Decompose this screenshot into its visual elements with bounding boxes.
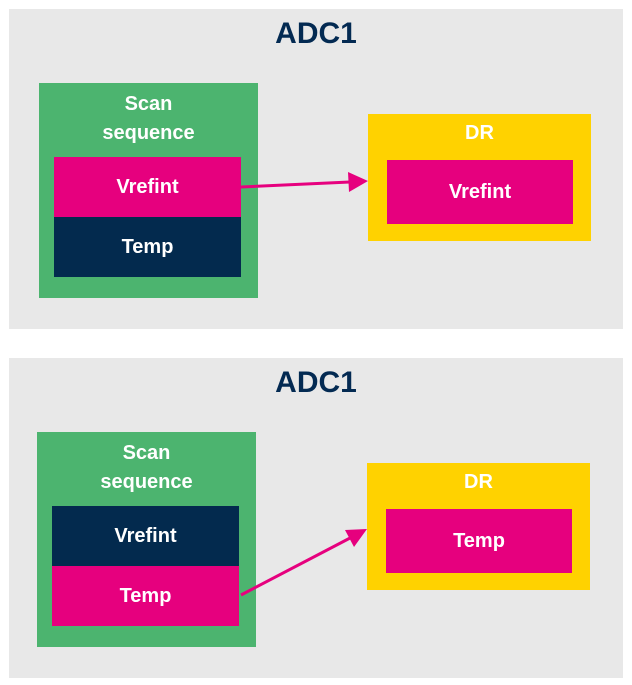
scan-label-line2: sequence [102, 122, 195, 144]
slot-temp: Temp [54, 217, 241, 277]
arrow-head-icon [348, 172, 368, 192]
scan-sequence-label: Scan sequence [37, 439, 256, 497]
scan-label-line2: sequence [100, 471, 193, 493]
arrow-1 [240, 172, 368, 192]
data-register-block: DR Vrefint [368, 114, 591, 241]
slot-vrefint: Vrefint [54, 157, 241, 217]
scan-label-line1: Scan [122, 442, 171, 464]
arrow-head-icon [345, 529, 367, 547]
dr-value: Temp [386, 509, 572, 573]
adc-panel-2: ADC1 Scan sequence Vrefint Temp DR Temp [9, 358, 623, 678]
scan-sequence-block: Scan sequence Vrefint Temp [37, 432, 256, 647]
adc-title: ADC1 [275, 366, 357, 399]
scan-sequence-label: Scan sequence [39, 90, 258, 148]
slot-vrefint: Vrefint [52, 506, 239, 566]
scan-label-line1: Scan [124, 93, 173, 115]
dr-value: Vrefint [387, 160, 573, 224]
adc-title: ADC1 [275, 17, 357, 50]
adc-panel-1: ADC1 Scan sequence Vrefint Temp DR Vrefi… [9, 9, 623, 329]
dr-label: DR [464, 471, 493, 493]
slot-temp: Temp [52, 566, 239, 626]
dr-label: DR [465, 122, 494, 144]
arrow-2 [240, 529, 367, 597]
data-register-block: DR Temp [367, 463, 590, 590]
scan-sequence-block: Scan sequence Vrefint Temp [39, 83, 258, 298]
